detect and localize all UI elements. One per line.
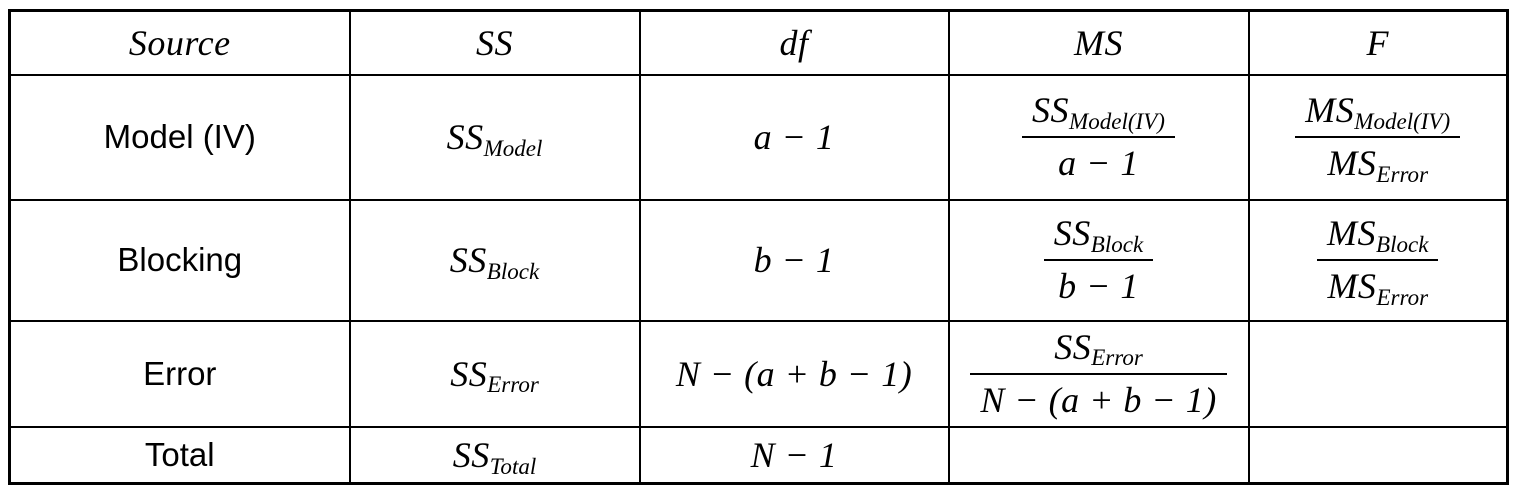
df-cell: N − 1 [638, 425, 950, 485]
table-row-error: Error SSError N − (a + b − 1) SSError N … [8, 319, 1509, 428]
fraction-denominator: b − 1 [1058, 266, 1139, 306]
source-cell: Total [8, 425, 351, 485]
ms-cell: SSModel(IV) a − 1 [947, 73, 1250, 201]
f-cell-empty [1247, 319, 1509, 428]
df-cell: b − 1 [638, 198, 950, 322]
table-row-total: Total SSTotal N − 1 [8, 425, 1509, 485]
ss-cell: SSError [348, 319, 641, 428]
f-cell: MSBlock MSError [1247, 198, 1509, 322]
f-cell: MSModel(IV) MSError [1247, 73, 1509, 201]
col-header-df: df [638, 9, 950, 76]
fraction-denominator: N − (a + b − 1) [980, 379, 1217, 420]
col-header-f: F [1247, 9, 1509, 76]
col-header-ms: MS [947, 9, 1250, 76]
ss-formula: SSBlock [449, 240, 540, 284]
header-row: Source SS df MS F [8, 9, 1509, 76]
df-cell: a − 1 [638, 73, 950, 201]
source-cell: Error [8, 319, 351, 428]
source-cell: Model (IV) [8, 73, 351, 201]
ss-cell: SSTotal [348, 425, 641, 485]
ms-cell: SSBlock b − 1 [947, 198, 1250, 322]
fraction-numerator: MSBlock [1317, 211, 1439, 261]
ss-cell: SSModel [348, 73, 641, 201]
anova-table: Source SS df MS F Model (IV) SSModel a −… [8, 9, 1509, 485]
table-row-blocking: Blocking SSBlock b − 1 SSBlock b − 1 MSB… [8, 198, 1509, 322]
ss-cell: SSBlock [348, 198, 641, 322]
source-cell: Blocking [8, 198, 351, 322]
ms-fraction: SSBlock b − 1 [1043, 211, 1154, 309]
ss-formula: SSError [450, 353, 539, 398]
fraction-numerator: SSError [970, 325, 1227, 375]
fraction-numerator: SSBlock [1043, 211, 1154, 261]
ms-fraction: SSModel(IV) a − 1 [1022, 88, 1175, 186]
fraction-denominator: a − 1 [1058, 143, 1139, 183]
ms-cell: SSError N − (a + b − 1) [947, 319, 1250, 428]
fraction-numerator: MSModel(IV) [1295, 88, 1461, 138]
ms-fraction: SSError N − (a + b − 1) [970, 325, 1227, 423]
f-fraction: MSBlock MSError [1317, 211, 1439, 310]
col-header-ss: SS [348, 9, 641, 76]
f-fraction: MSModel(IV) MSError [1295, 88, 1461, 187]
ms-cell-empty [947, 425, 1250, 485]
ss-formula: SSModel [446, 117, 543, 161]
fraction-denominator: MSError [1327, 143, 1429, 187]
table-row-model: Model (IV) SSModel a − 1 SSModel(IV) a −… [8, 73, 1509, 201]
fraction-denominator: MSError [1327, 266, 1429, 310]
f-cell-empty [1247, 425, 1509, 485]
col-header-source: Source [8, 9, 351, 76]
fraction-numerator: SSModel(IV) [1022, 88, 1175, 138]
ss-formula: SSTotal [452, 434, 537, 479]
df-cell: N − (a + b − 1) [638, 319, 950, 428]
